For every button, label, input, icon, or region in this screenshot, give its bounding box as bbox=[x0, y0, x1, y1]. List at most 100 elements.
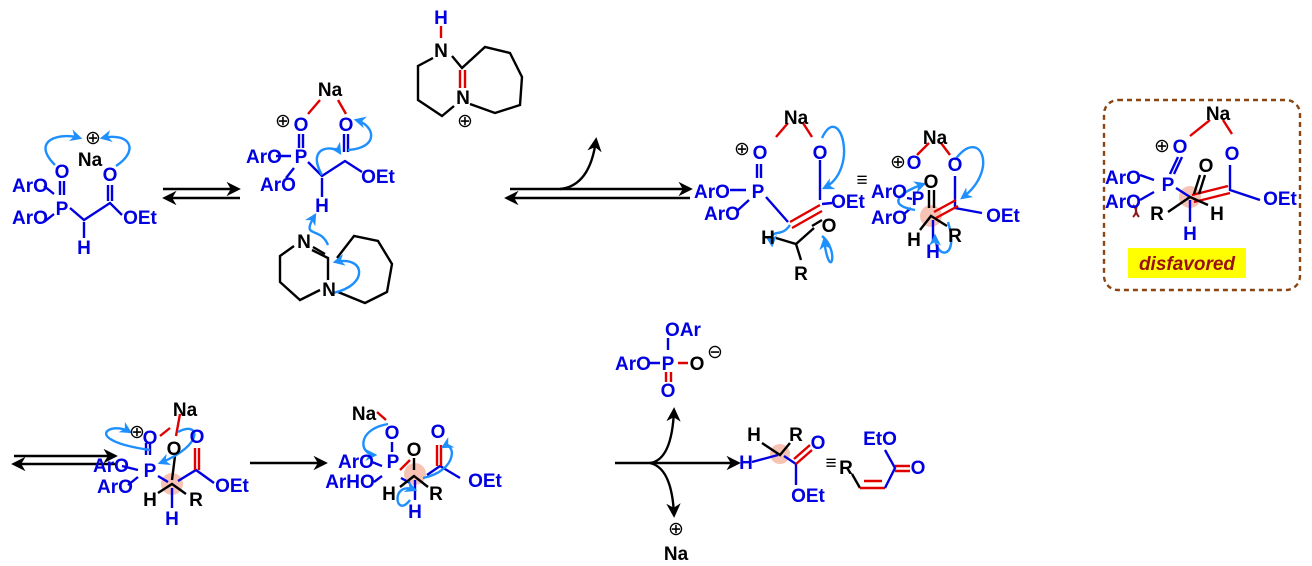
oxygen-label: O bbox=[822, 216, 837, 237]
ethoxy-label: OEt bbox=[986, 206, 1020, 227]
hydrogen-label: H bbox=[1210, 204, 1224, 225]
r-group-label: R bbox=[1150, 204, 1164, 225]
sodium-label: Na bbox=[318, 80, 343, 101]
sodium-label: Na bbox=[923, 128, 948, 149]
hydrogen-label: H bbox=[143, 490, 157, 511]
aryloxy-label: ArO bbox=[260, 175, 296, 196]
charge-plus-label: ⊕ bbox=[275, 111, 291, 132]
hydrogen-label: H bbox=[761, 228, 775, 249]
oxygen-label: O bbox=[811, 433, 826, 454]
ethoxy-label: OEt bbox=[361, 167, 395, 188]
charge-plus-label: ⊕ bbox=[85, 128, 101, 149]
r-group-label: R bbox=[789, 425, 803, 446]
charge-plus-label: ⊕ bbox=[1154, 136, 1170, 157]
ethoxy-label: OEt bbox=[791, 486, 825, 507]
hydrogen-label: H bbox=[434, 8, 448, 29]
hydrogen-label: H bbox=[739, 453, 753, 474]
oxygen-label: O bbox=[1173, 137, 1188, 158]
oxygen-label: O bbox=[1199, 156, 1214, 177]
aryloxy-label: ArO bbox=[1105, 192, 1141, 213]
oxygen-label: O bbox=[661, 381, 676, 402]
sodium-label: Na bbox=[78, 150, 103, 171]
oxygen-label: O bbox=[907, 153, 922, 174]
phosphorus-label: P bbox=[56, 199, 69, 220]
hydrogen-label: H bbox=[747, 425, 761, 446]
phosphorus-label: P bbox=[752, 182, 765, 203]
r-group-label: R bbox=[794, 264, 808, 285]
oxygen-label: O bbox=[431, 422, 446, 443]
hydrogen-label: H bbox=[926, 242, 940, 263]
aryloxy-label: ArO bbox=[246, 147, 282, 168]
phosphorus-label: P bbox=[1162, 175, 1175, 196]
ethoxy-label: OEt bbox=[468, 471, 502, 492]
aryloxy-label: ArO bbox=[1105, 168, 1141, 189]
nitrogen-label: N bbox=[322, 280, 336, 301]
nitrogen-label: N bbox=[297, 232, 311, 253]
hydrogen-label: H bbox=[408, 502, 422, 523]
disfavored-label: disfavored bbox=[1139, 254, 1235, 275]
hydrogen-label: H bbox=[907, 230, 921, 251]
bonds bbox=[43, 26, 1261, 508]
ethoxy-label: OEt bbox=[215, 476, 249, 497]
hydrogen-label: H bbox=[165, 509, 179, 530]
oxygen-label: O bbox=[948, 155, 963, 176]
aryloxy-label: ArO bbox=[871, 208, 907, 229]
charge-minus-label: ⊖ bbox=[707, 342, 723, 363]
oxygen-label: O bbox=[190, 427, 205, 448]
hydrogen-label: H bbox=[382, 484, 396, 505]
oxygen-label: O bbox=[55, 162, 70, 183]
charge-plus-label: ⊕ bbox=[668, 519, 684, 540]
oxygen-label: O bbox=[103, 165, 118, 186]
sodium-label: Na bbox=[1206, 104, 1231, 125]
charge-plus-label: ⊕ bbox=[457, 111, 473, 132]
ethoxy-label: OEt bbox=[1263, 189, 1297, 210]
ethoxy-label: OEt bbox=[831, 192, 865, 213]
oxygen-label: O bbox=[690, 354, 705, 375]
sodium-label: Na bbox=[784, 108, 809, 129]
aryloxy-label: ArO bbox=[615, 354, 651, 375]
aryloxy-label: ArO bbox=[338, 452, 374, 473]
oxygen-label: O bbox=[1225, 144, 1240, 165]
oxygen-label: O bbox=[753, 143, 768, 164]
aryloxy-label: ArO bbox=[97, 477, 133, 498]
r-group-label: R bbox=[189, 490, 203, 511]
oxygen-label: O bbox=[167, 439, 182, 460]
charge-plus-label: ⊕ bbox=[129, 422, 145, 443]
sodium-label: Na bbox=[173, 400, 198, 421]
aryloxy-label: ArO bbox=[871, 182, 907, 203]
hydrogen-label: H bbox=[315, 196, 329, 217]
oxygen-label: O bbox=[294, 115, 309, 136]
sodium-label: Na bbox=[352, 404, 377, 425]
phosphorus-label: P bbox=[387, 452, 400, 473]
nitrogen-label: N bbox=[434, 41, 448, 62]
phosphorus-label: P bbox=[144, 461, 157, 482]
oxygen-label: O bbox=[407, 440, 422, 461]
charge-plus-label: ⊕ bbox=[734, 139, 750, 160]
aryloxy-label: OAr bbox=[665, 320, 702, 341]
equivalence-sign-label: ≡ bbox=[825, 453, 836, 474]
aryl-hydroxy-label: ArHO bbox=[325, 472, 375, 493]
oxygen-label: O bbox=[143, 428, 158, 449]
r-group-label: R bbox=[948, 226, 962, 247]
oxygen-label: O bbox=[813, 143, 828, 164]
oxygen-label: O bbox=[385, 423, 400, 444]
equivalence-sign-label: ≡ bbox=[856, 170, 867, 191]
aryloxy-label: ArO bbox=[12, 176, 48, 197]
hydrogen-label: H bbox=[1183, 224, 1197, 245]
aryloxy-label: ArO bbox=[694, 182, 730, 203]
curly-arrows bbox=[44, 116, 985, 507]
oxygen-label: O bbox=[339, 115, 354, 136]
oxygen-label: O bbox=[911, 458, 926, 479]
aryloxy-label: ArO bbox=[93, 456, 129, 477]
phosphorus-label: P bbox=[295, 147, 308, 168]
phosphorus-label: P bbox=[662, 354, 675, 375]
aryloxy-label: ArO bbox=[12, 208, 48, 229]
r-group-label: R bbox=[429, 484, 443, 505]
disfavored-highlight bbox=[1128, 248, 1246, 278]
oxygen-label: O bbox=[924, 172, 939, 193]
sodium-label: Na bbox=[664, 544, 689, 565]
r-group-label: R bbox=[839, 458, 853, 479]
